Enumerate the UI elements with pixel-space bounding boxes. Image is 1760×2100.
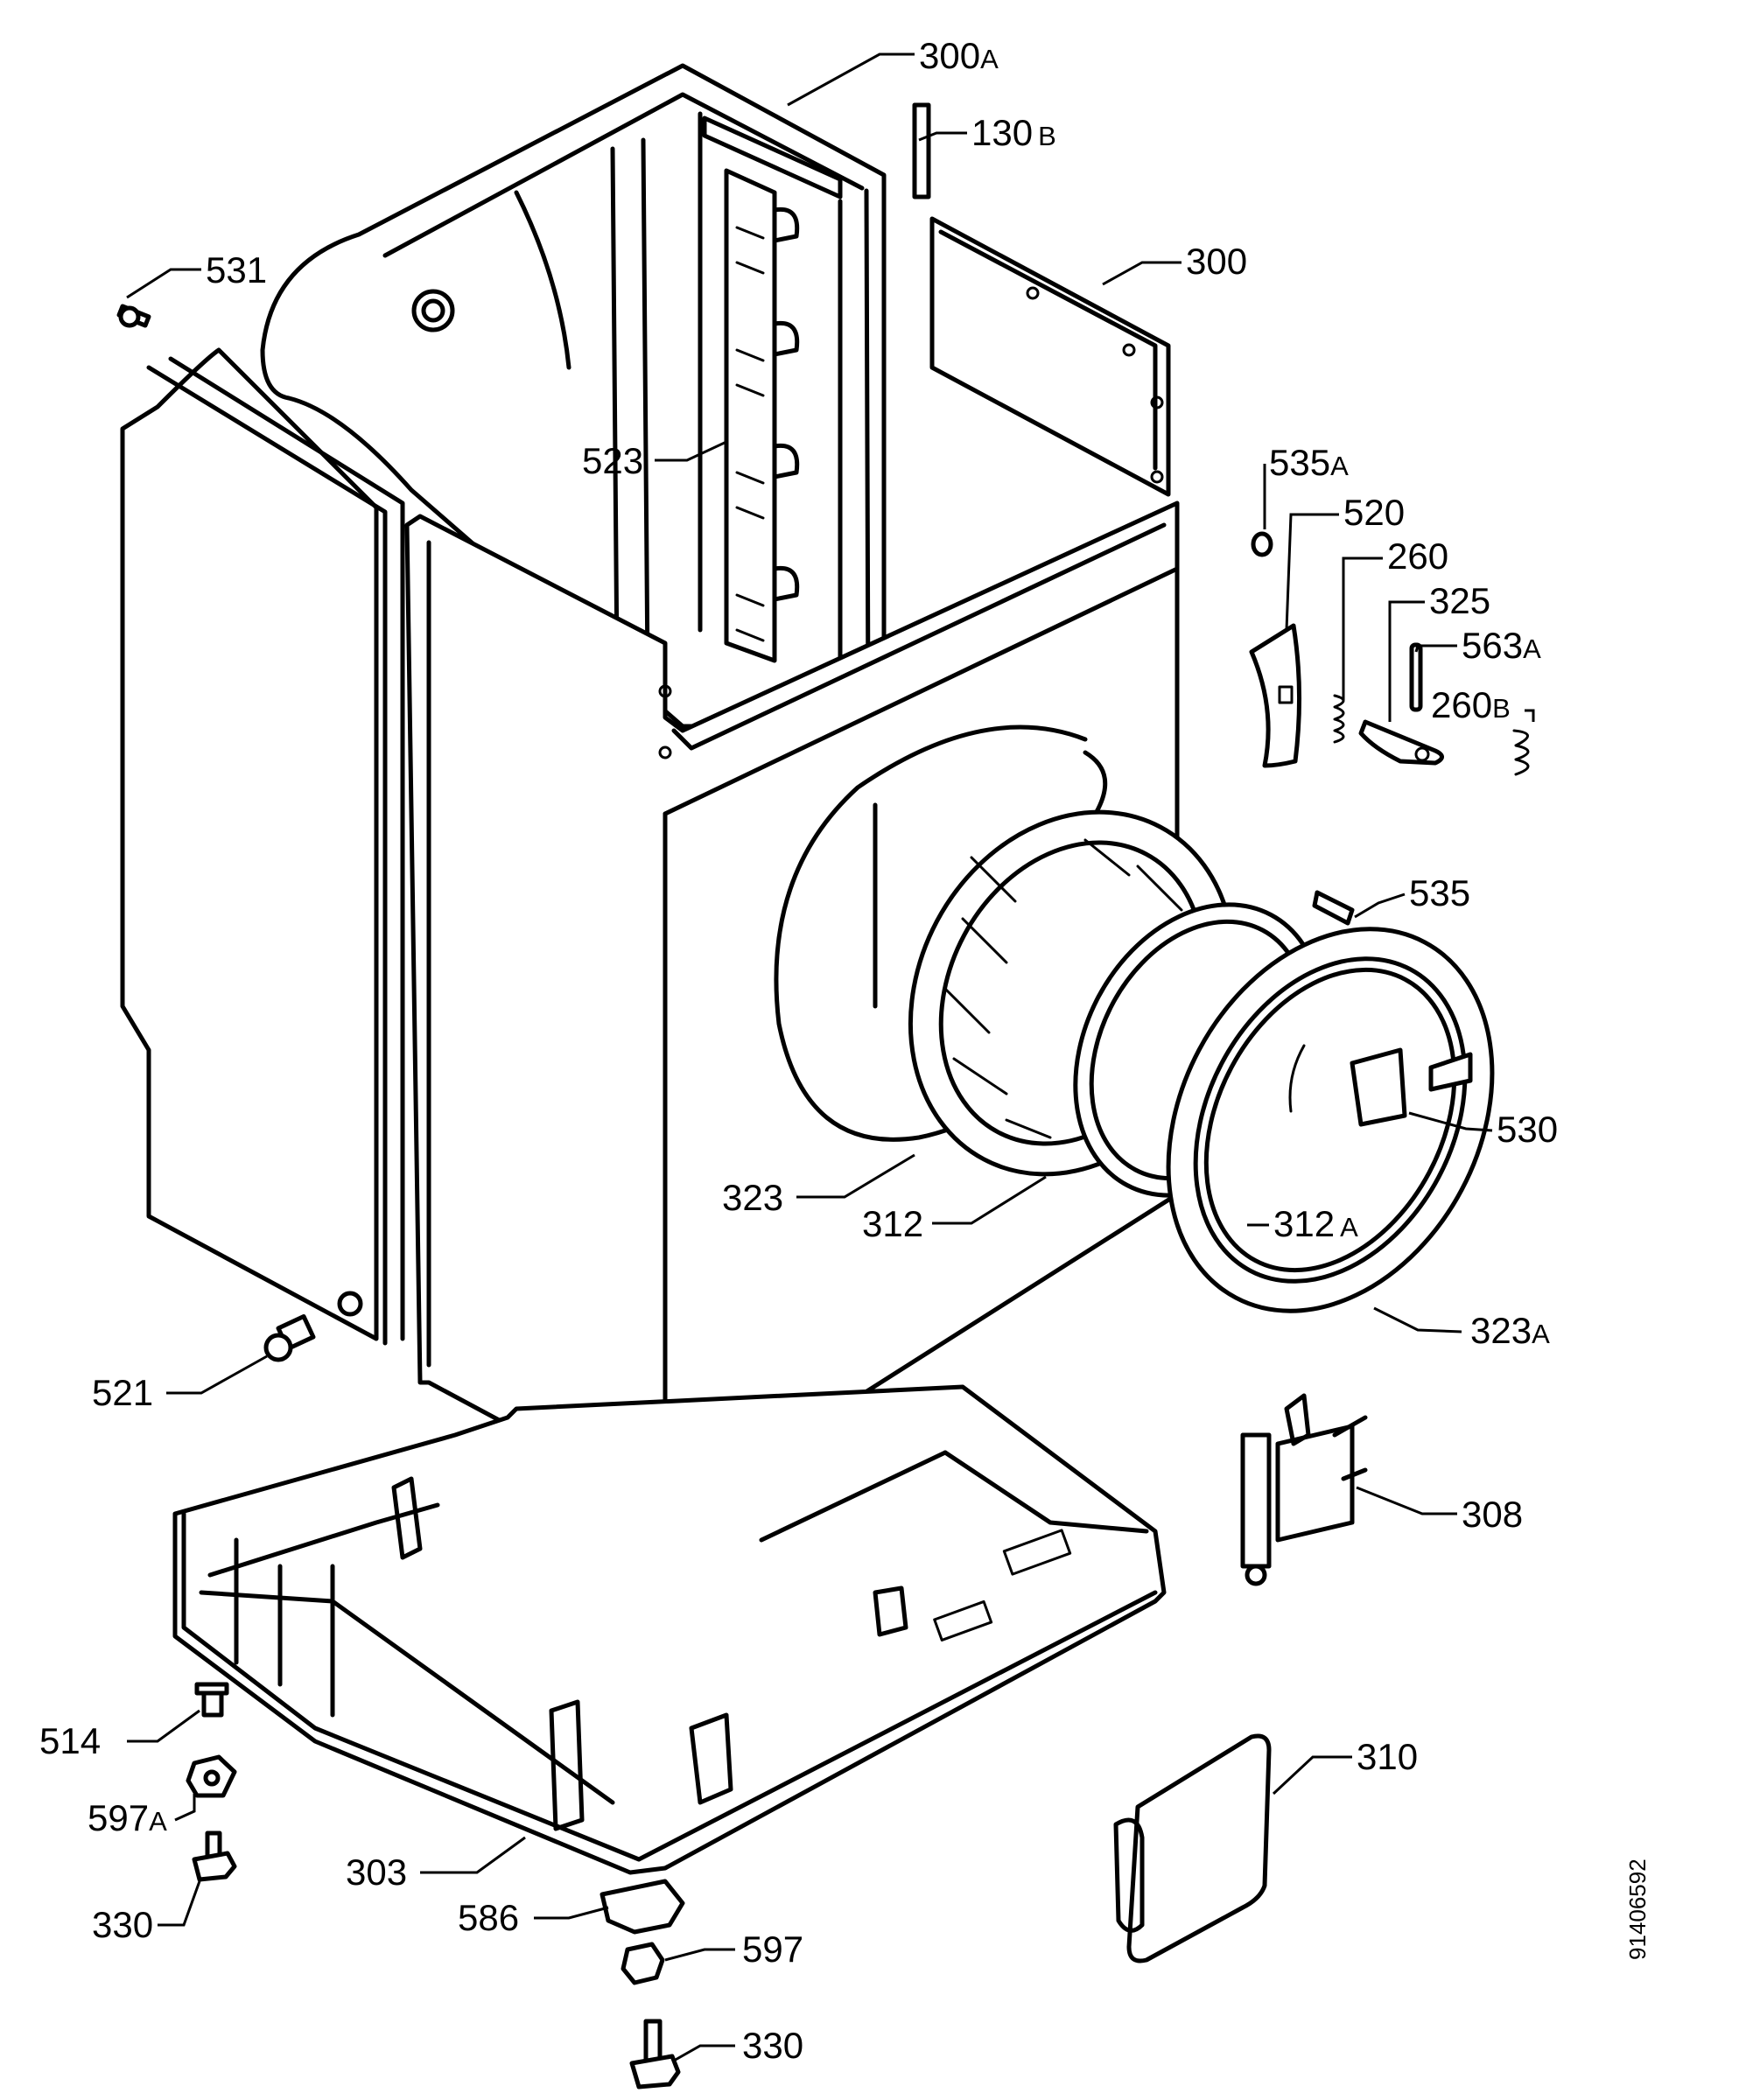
label-563A: 563A [1462,625,1541,666]
label-521: 521 [92,1372,153,1413]
label-323A: 323A [1470,1310,1550,1351]
label-586: 586 [458,1897,519,1938]
label-300A: 300A [919,35,999,76]
part-260B-spring [1512,729,1530,776]
leader-lines [126,52,1535,2062]
part-left-side-panel [120,347,405,1346]
part-521-screw [263,1313,316,1362]
label-303: 303 [346,1852,407,1893]
label-530: 530 [1497,1109,1558,1150]
part-597A-nut [186,1754,237,1798]
reference-code: 91406592 [1624,1858,1651,1960]
label-260B: 260B [1431,684,1511,725]
part-260-spring [1333,694,1345,744]
part-535-pin [1312,890,1355,926]
label-330-bottom: 330 [742,2025,803,2066]
part-310-cover-plate [1113,1733,1272,1964]
label-514: 514 [39,1720,101,1761]
part-523-rail [702,116,843,663]
label-597A: 597A [88,1797,167,1838]
label-300: 300 [1186,241,1247,282]
label-308: 308 [1462,1494,1523,1535]
label-325: 325 [1429,580,1490,621]
label-531: 531 [206,249,267,290]
part-563A-pin [1409,642,1423,712]
part-514-bolt [194,1682,229,1718]
part-308-hinge [1240,1393,1368,1586]
label-323: 323 [722,1177,783,1218]
part-520-hinge-cover [1249,623,1302,768]
part-535A-pin [1251,531,1273,557]
part-330-screw-bottom [629,2019,681,2090]
label-260: 260 [1387,536,1448,577]
label-597: 597 [742,1928,803,1970]
label-535A: 535A [1269,442,1349,483]
part-323A-door-front [1166,927,1495,1313]
label-535: 535 [1409,872,1470,914]
part-325-lever [1358,719,1444,766]
part-130B-strip [912,102,931,200]
part-586-foot [600,1879,685,1935]
label-523: 523 [582,440,643,481]
label-310: 310 [1357,1736,1418,1777]
label-520: 520 [1343,492,1405,533]
label-312: 312 [862,1203,923,1244]
label-330: 330 [92,1904,153,1945]
part-597-nut [621,1942,665,1985]
part-330-screw-left [192,1830,237,1882]
part-300-side-panel [929,216,1171,497]
part-303-base-frame [172,1384,1167,1875]
part-531-screw [116,304,151,328]
